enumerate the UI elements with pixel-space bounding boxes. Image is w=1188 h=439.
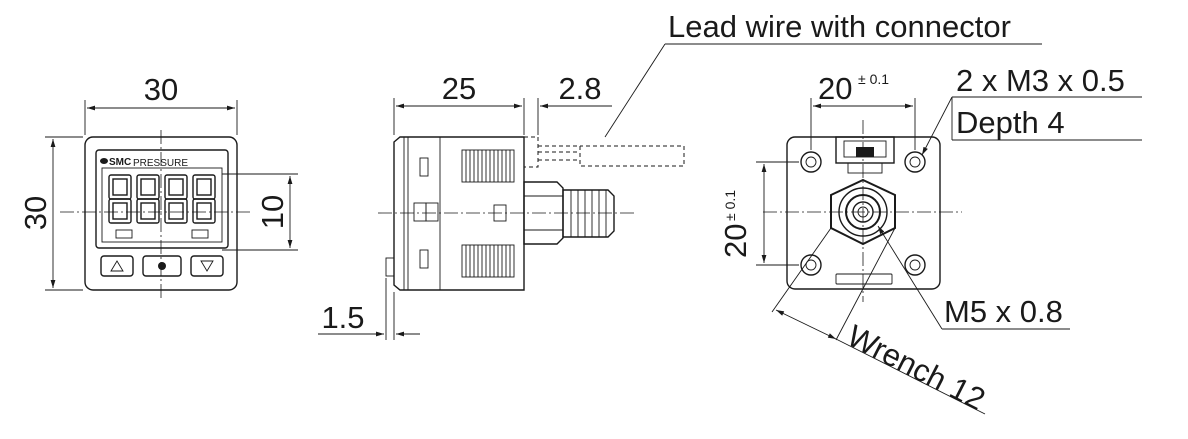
mount-hole-bl [800,254,822,276]
rear-slot [835,273,893,285]
digit-3 [164,174,188,224]
button-up[interactable] [100,255,134,277]
digit-4 [192,174,216,224]
rear-width-dim: 20 [818,71,852,106]
wrench-size: Wrench 12 [842,318,991,417]
callout-leader [604,43,666,138]
port-hex [523,181,564,245]
connector-dim: 2.8 [558,71,601,106]
display-lcd [101,167,223,243]
mount-hole-tl [800,151,822,173]
set-circle-icon [158,262,166,270]
mount-holes-spec: 2 x M3 x 0.5 [956,63,1125,98]
lead-wire-callout: Lead wire with connector [668,9,1011,44]
front-height-dim: 30 [18,196,53,230]
digit-1 [108,174,132,224]
display-height-dim: 10 [255,195,290,229]
side-view: 25 2.8 1.5 Lead wire with connector [318,9,1042,340]
brand-text: SMC [109,157,131,168]
front-width-dim: 30 [144,72,178,107]
heat-fins-lower [461,244,515,278]
lead-wire [538,145,685,167]
rear-height-dim: 20 [718,224,753,258]
seven-segment-digits [108,174,216,224]
connector-stub [523,136,539,168]
up-triangle-icon [110,260,124,272]
indicator-right [191,229,209,239]
button-set[interactable] [142,255,182,277]
port-thread [562,189,615,238]
rear-width-tol: ± 0.1 [858,71,889,87]
smc-logo: SMC [100,157,131,168]
mount-holes-depth: Depth 4 [956,105,1065,140]
port-thread-spec: M5 x 0.8 [944,294,1063,329]
rear-body-outline [786,136,941,290]
rear-height-tol: ± 0.1 [722,190,738,221]
down-triangle-icon [200,260,214,272]
indicator-left [115,229,133,239]
side-body-outline [393,136,525,291]
button-down[interactable] [190,255,224,277]
digit-2 [136,174,160,224]
mount-hole-br [904,254,926,276]
side-depth-dim: 25 [442,71,476,106]
mount-hole-tr [904,151,926,173]
heat-fins-upper [461,149,515,183]
rear-view: 20 ± 0.1 20 ± 0.1 2 x M3 x 0.5 Depth 4 M… [718,63,1142,417]
flange-dim: 1.5 [321,300,364,335]
front-view: SMC PRESSURE [18,72,298,300]
display-window [95,149,229,249]
